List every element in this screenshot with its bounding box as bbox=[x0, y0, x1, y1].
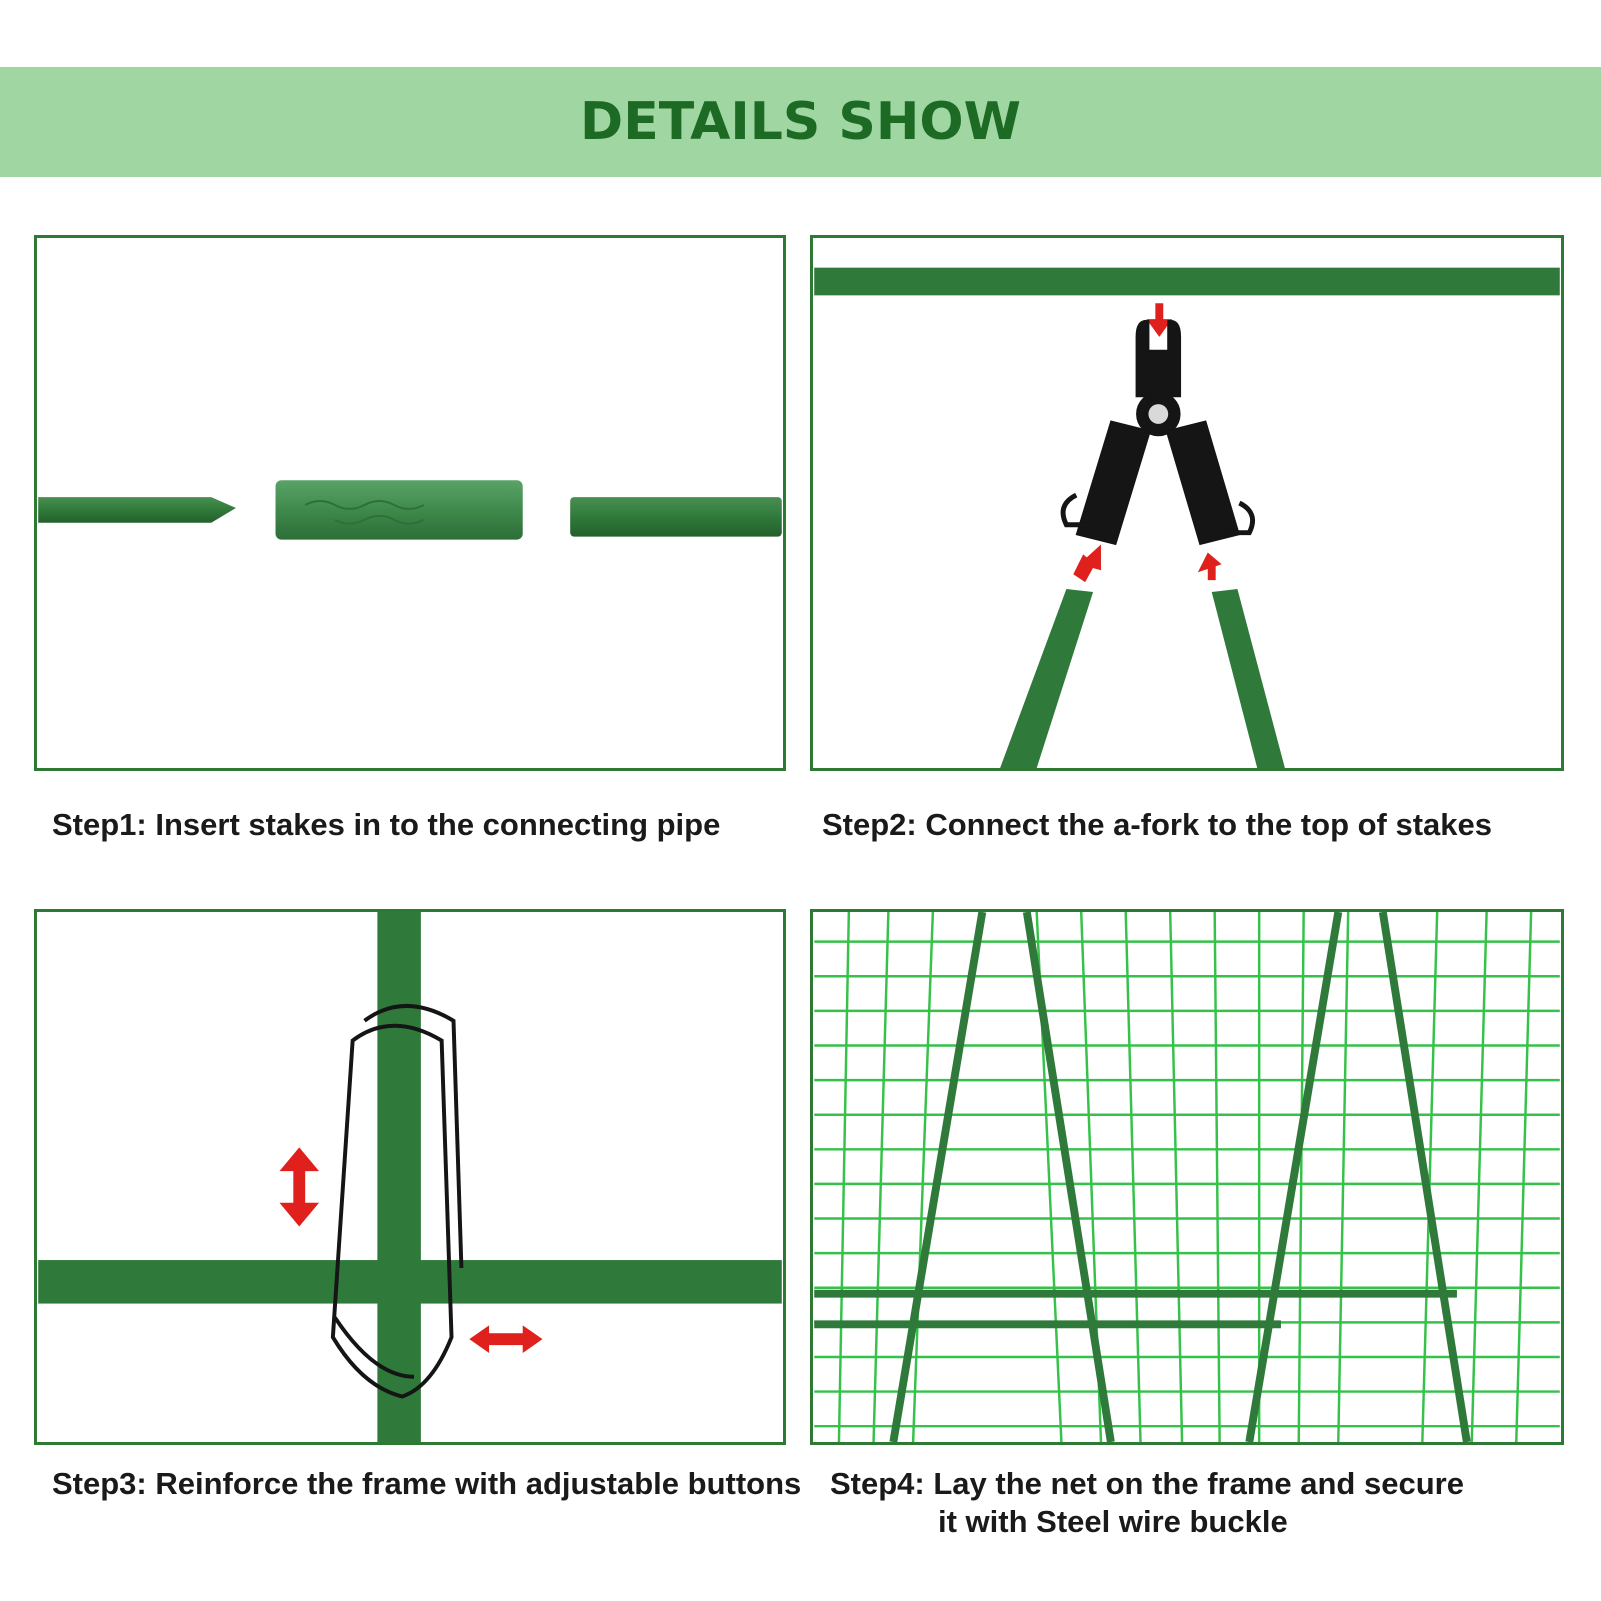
right-stake bbox=[570, 497, 782, 537]
trellis-net bbox=[814, 912, 1560, 1442]
step3-caption: Step3: Reinforce the frame with adjustab… bbox=[52, 1466, 802, 1501]
page-title: DETAILS SHOW bbox=[580, 92, 1021, 152]
step4-caption: Step4: Lay the net on the frame and secu… bbox=[830, 1465, 1464, 1541]
red-arrow-up-left bbox=[1073, 544, 1101, 583]
step1-caption: Step1: Insert stakes in to the connectin… bbox=[52, 807, 721, 842]
red-double-arrow-horizontal bbox=[469, 1325, 543, 1354]
a-fork-connector bbox=[1060, 319, 1256, 546]
left-stake bbox=[1000, 589, 1094, 768]
top-stake bbox=[814, 267, 1560, 296]
red-arrow-up-right bbox=[1197, 552, 1222, 581]
step4-image-panel bbox=[810, 909, 1564, 1445]
a-fork-illustration bbox=[814, 267, 1560, 768]
step2-caption: Step2: Connect the a-fork to the top of … bbox=[822, 807, 1493, 842]
step2-image-panel bbox=[810, 235, 1564, 771]
red-arrow-down bbox=[1146, 303, 1173, 337]
wire-buckle bbox=[330, 1004, 464, 1399]
vertical-stake bbox=[377, 912, 421, 1442]
step1-image-panel bbox=[34, 235, 786, 771]
red-double-arrow-vertical bbox=[279, 1147, 320, 1227]
left-stake bbox=[38, 497, 236, 523]
header-banner: DETAILS SHOW bbox=[0, 67, 1601, 177]
step3-image-panel bbox=[34, 909, 786, 1445]
wire-clip-illustration bbox=[38, 912, 782, 1442]
connecting-pipe bbox=[275, 480, 523, 540]
trellis-net-illustration bbox=[814, 912, 1560, 1442]
stakes-pipe-illustration bbox=[38, 480, 782, 540]
frame-stakes bbox=[814, 912, 1471, 1442]
right-stake bbox=[1211, 589, 1285, 768]
step4-caption-line2: it with Steel wire buckle bbox=[938, 1504, 1288, 1539]
step4-caption-line1: Step4: Lay the net on the frame and secu… bbox=[830, 1466, 1464, 1501]
